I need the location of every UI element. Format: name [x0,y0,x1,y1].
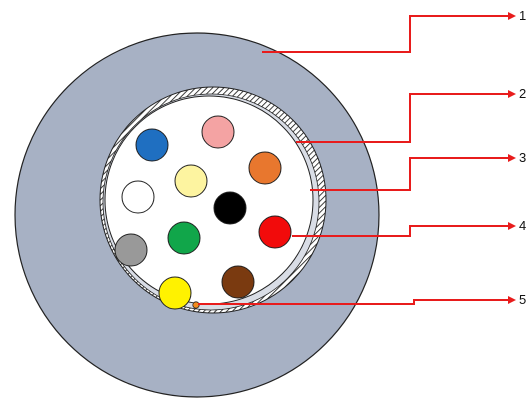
fiber-orange [248,151,282,185]
fiber-red [258,215,292,249]
fiber-green [167,221,201,255]
leader-line-3 [310,157,508,191]
callout-label-3: 3 [519,150,526,165]
leader-arrowhead-5 [508,296,516,304]
leader-line-1 [262,15,508,53]
fiber-gray [114,233,148,267]
leader-line-4 [292,225,508,237]
leader-line-5 [198,299,508,305]
fiber-group [114,115,292,310]
fiber-pink [201,115,235,149]
fiber-brown [221,265,255,299]
callout-label-1: 1 [519,8,526,23]
fiber-yellow-light [174,164,208,198]
leader-line-2 [296,93,508,143]
leader-arrowhead-3 [508,154,516,162]
leader-lines [198,12,516,305]
fiber-yellow [158,276,192,310]
callout-label-5: 5 [519,292,526,307]
callout-label-2: 2 [519,86,526,101]
leader-arrowhead-1 [508,12,516,20]
fiber-white [121,180,155,214]
leader-arrowhead-2 [508,90,516,98]
fiber-black [213,191,247,225]
fiber-blue [135,128,169,162]
callout-label-4: 4 [519,218,526,233]
leader-arrowhead-4 [508,222,516,230]
